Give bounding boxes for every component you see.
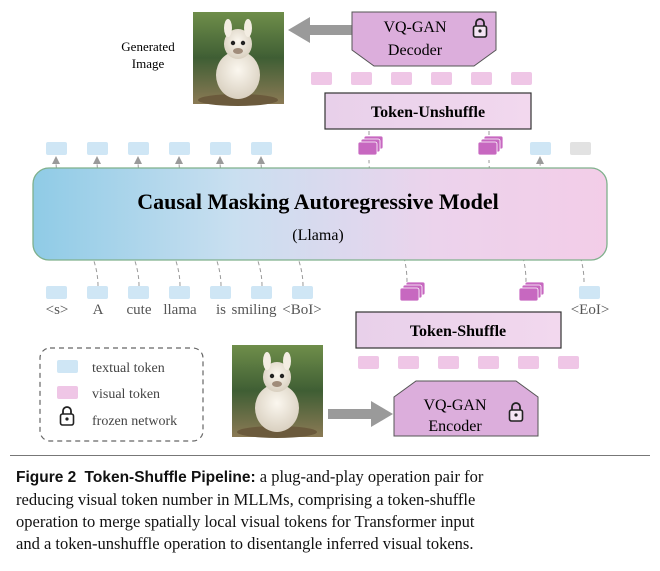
generated-image [193,12,284,106]
pipeline-figure: Generated Image VQ-GAN Decoder Token-Uns… [32,11,610,442]
visual-stack-in-2 [518,281,545,302]
vqgan-encoder: VQ-GAN Encoder [393,380,539,437]
caption-text-1: a plug-and-play operation pair for [255,467,484,486]
lock-icon [472,18,488,38]
generated-label: Generated [121,39,175,54]
token-labels: <s> A cute llama is smiling <BoI> <EoI> [46,302,610,318]
decoder-label-1: VQ-GAN [383,19,447,36]
input-image [232,345,323,438]
legend: textual token visual token frozen networ… [39,347,204,442]
caption-line-4: and a token-unshuffle operation to disen… [16,534,474,553]
image-to-encoder-arrow [328,401,393,427]
model-subtitle: (Llama) [292,227,344,244]
llama-model-block: Causal Masking Autoregressive Model (Lla… [32,167,608,261]
input-tokens [46,281,600,302]
figure-caption: Figure 2 Token-Shuffle Pipeline: a plug-… [16,466,648,555]
legend-visual-swatch [57,386,78,399]
token-label: <EoI> [571,302,610,318]
decoder-label-2: Decoder [388,42,443,59]
image-label: Image [132,56,165,71]
legend-textual-label: textual token [92,361,165,376]
model-title: Causal Masking Autoregressive Model [137,189,499,214]
token-unshuffle-label: Token-Unshuffle [371,104,485,121]
token-label: smiling [231,302,277,318]
token-label: A [93,302,104,318]
legend-frozen-label: frozen network [92,414,177,429]
caption-line-2: reducing visual token number in MLLMs, c… [16,490,476,509]
token-label: <s> [46,302,69,318]
encoder-output-tokens [358,356,579,369]
token-shuffle-module: Token-Shuffle [355,311,562,349]
token-shuffle-label: Token-Shuffle [410,323,506,340]
token-label: llama [163,302,197,318]
decoder-to-image-arrow [288,17,353,43]
figure-title: Token-Shuffle Pipeline: [84,469,256,486]
output-tokens [46,135,591,156]
token-label: cute [127,302,152,318]
legend-textual-swatch [57,360,78,373]
encoder-label-2: Encoder [428,418,482,435]
visual-stack-in-1 [399,281,426,302]
lock-icon [59,406,75,426]
visual-stack-out-1 [357,135,384,156]
figure-label: Figure 2 [16,469,77,486]
token-label: is [216,302,226,318]
token-label: <BoI> [282,302,321,318]
caption-rule [10,455,650,456]
visual-stack-out-2 [477,135,504,156]
encoder-label-1: VQ-GAN [423,397,487,414]
legend-visual-label: visual token [92,387,160,402]
decoder-input-tokens [311,72,532,85]
vqgan-decoder: VQ-GAN Decoder [351,11,497,67]
lock-icon [508,402,524,422]
caption-line-3: operation to merge spatially local visua… [16,512,475,531]
token-unshuffle-module: Token-Unshuffle [324,92,532,130]
caption-line-1: Figure 2 Token-Shuffle Pipeline: a plug-… [16,466,648,489]
